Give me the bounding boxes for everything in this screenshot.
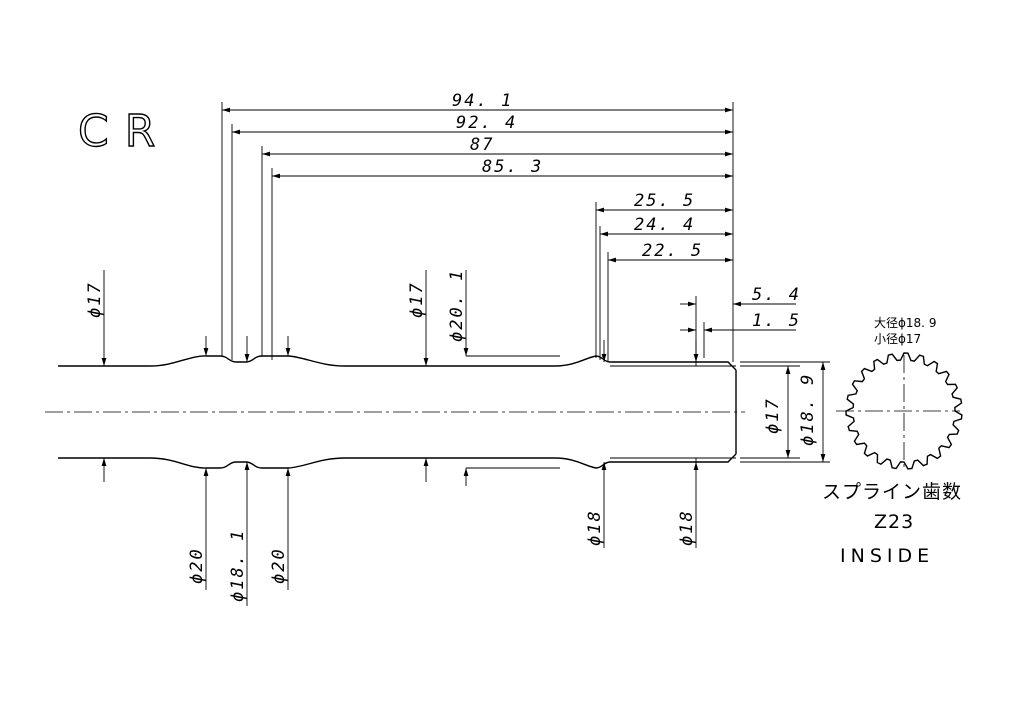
dim-text-5-4: 5. 4 xyxy=(752,285,801,305)
shaft-outline-bottom xyxy=(58,453,737,469)
spline-minor-diameter: 小径ϕ17 xyxy=(874,332,921,346)
spline-teeth-count: Z23 xyxy=(874,511,914,533)
dim-text-85-3: 85. 3 xyxy=(482,157,543,177)
spline-section-view xyxy=(836,352,963,470)
top-diameter-dimensions: ϕ17 ϕ17 ϕ20. 1 xyxy=(85,269,560,486)
extension-lines xyxy=(221,102,734,362)
spline-type: INSIDE xyxy=(840,545,934,567)
spline-major-diameter: 大径ϕ18. 9 xyxy=(874,316,936,330)
dia-text-bottom-4: ϕ18 xyxy=(585,509,605,546)
bottom-diameter-dimensions: ϕ20 ϕ18. 1 ϕ20 ϕ18 ϕ18 xyxy=(187,336,699,606)
spline-label: スプライン歯数 xyxy=(822,481,962,503)
dia-text-end-1: ϕ17 xyxy=(763,397,783,434)
end-diameter-dimensions: ϕ17 ϕ18. 9 xyxy=(740,361,830,463)
dim-text-1-5: 1. 5 xyxy=(752,311,801,331)
dia-text-bottom-3: ϕ20 xyxy=(269,547,289,584)
dim-text-22-5: 22. 5 xyxy=(642,241,703,261)
length-dimensions: 94. 1 92. 4 87 85. 3 25. 5 24. 4 22. 5 5… xyxy=(222,91,801,333)
dim-text-25-5: 25. 5 xyxy=(634,191,695,211)
shaft-outline-top xyxy=(58,355,737,371)
dim-text-24-4: 24. 4 xyxy=(634,215,695,235)
dia-text-end-2: ϕ18. 9 xyxy=(798,373,818,446)
dia-text-top-2: ϕ17 xyxy=(407,281,427,318)
dia-text-top-3: ϕ20. 1 xyxy=(447,269,467,342)
dim-text-87: 87 xyxy=(470,135,494,155)
dim-text-94-1: 94. 1 xyxy=(452,91,513,111)
dia-text-bottom-1: ϕ20 xyxy=(187,547,207,584)
dim-text-92-4: 92. 4 xyxy=(456,113,517,133)
dia-text-bottom-2: ϕ18. 1 xyxy=(228,529,248,602)
dia-text-top-1: ϕ17 xyxy=(85,281,105,318)
drawing-title: CR xyxy=(78,106,171,157)
dia-text-bottom-5: ϕ18 xyxy=(677,509,697,546)
